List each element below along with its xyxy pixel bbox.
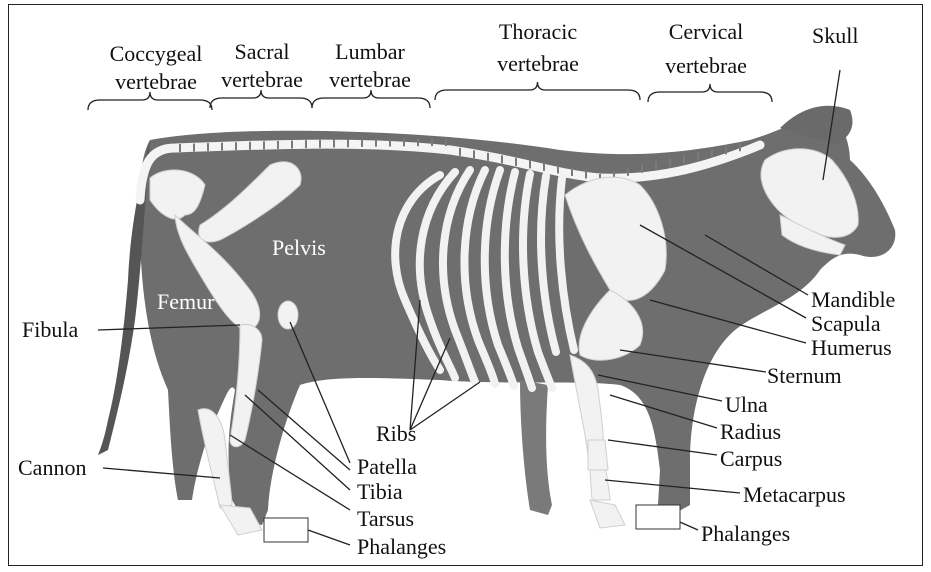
mandible-label: Mandible	[811, 288, 895, 312]
skull-label: Skull	[812, 24, 858, 48]
coccygeal-label-line1: Coccygeal	[110, 42, 203, 66]
sacral-label-line2: vertebrae	[221, 68, 303, 92]
cervical-label-line2: vertebrae	[665, 54, 747, 78]
brace-cervical	[648, 84, 772, 102]
lumbar-label-line2: vertebrae	[329, 68, 411, 92]
patella-label: Patella	[357, 455, 417, 479]
sternum-label: Sternum	[767, 364, 842, 388]
ulna-label: Ulna	[725, 393, 768, 417]
brace-coccygeal	[88, 92, 212, 110]
phalanges-fore-box	[636, 505, 680, 529]
thoracic-label-line1: Thoracic	[499, 20, 577, 44]
metacarpus-label: Metacarpus	[743, 483, 846, 507]
brace-sacral	[210, 90, 312, 108]
carpus-label: Carpus	[720, 447, 782, 471]
humerus-label: Humerus	[811, 336, 892, 360]
ribs-label: Ribs	[376, 422, 416, 446]
fibula-label: Fibula	[22, 318, 78, 342]
cervical-label-line1: Cervical	[669, 20, 744, 44]
tarsus-label: Tarsus	[357, 507, 414, 531]
phalanges-hind-box	[264, 518, 308, 542]
tibia-label: Tibia	[357, 480, 403, 504]
femur-label: Femur	[157, 290, 214, 314]
brace-lumbar	[312, 90, 430, 108]
coccygeal-label-line2: vertebrae	[115, 70, 197, 94]
brace-thoracic	[435, 82, 640, 100]
scapula-label: Scapula	[811, 312, 881, 336]
radius-label: Radius	[720, 420, 781, 444]
phalanges-hind-label: Phalanges	[357, 535, 446, 559]
phalanges-fore-label: Phalanges	[701, 522, 790, 546]
lumbar-label-line1: Lumbar	[335, 40, 405, 64]
sacral-label-line1: Sacral	[235, 40, 290, 64]
pelvis-label: Pelvis	[272, 236, 326, 260]
cannon-label: Cannon	[18, 456, 86, 480]
thoracic-label-line2: vertebrae	[497, 52, 579, 76]
